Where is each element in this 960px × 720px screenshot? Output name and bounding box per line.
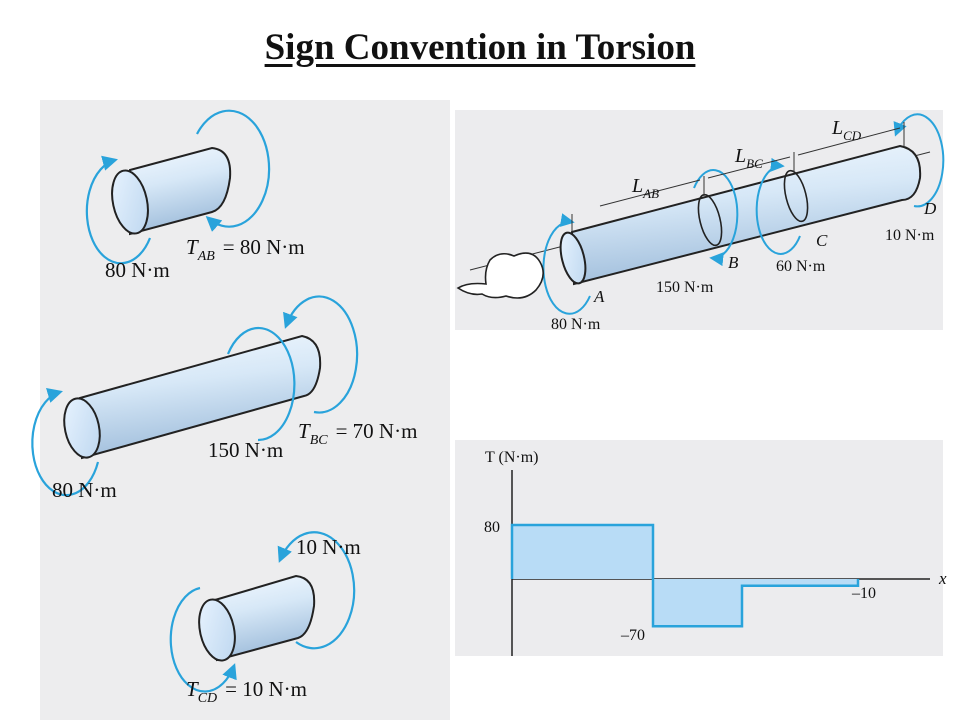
torque-ab-left-label: 80 N·m	[105, 258, 170, 282]
point-a-torque: 80 N·m	[551, 316, 601, 333]
chart-bar-ab	[512, 525, 653, 579]
diagram-ab: 80 N·m TAB= 80 N·m	[85, 109, 305, 282]
shaft-torque-arrow-d	[893, 113, 945, 208]
long-shaft-face	[559, 231, 587, 285]
chart-ylabel: T (N·m)	[485, 449, 538, 466]
dim-line-bc	[707, 156, 791, 179]
section-c	[783, 169, 809, 223]
shaft-bc-body	[78, 334, 322, 460]
chart-bar-cd	[742, 579, 858, 586]
torque-cd-right-label: 10 N·m	[296, 535, 361, 559]
chart-step-line	[510, 523, 860, 628]
page-title: Sign Convention in Torsion	[264, 27, 696, 68]
dim-label-lcd: LCD	[831, 117, 862, 143]
point-b-letter: B	[728, 253, 739, 272]
shaft-ab-face	[111, 169, 149, 235]
point-d-letter: D	[923, 199, 937, 218]
shaft-torque-arrow-b	[693, 169, 739, 267]
tab-label: TAB= 80 N·m	[186, 235, 305, 264]
chart-bar-bc	[653, 579, 742, 627]
torque-arrow-ab-left	[85, 155, 152, 265]
tbc-label: TBC= 70 N·m	[298, 419, 417, 448]
torque-chart: T (N·m) x 80 –70 –10	[484, 449, 947, 656]
shaft-ab-body	[129, 146, 232, 236]
point-a-letter: A	[593, 287, 605, 306]
point-c-letter: C	[816, 231, 828, 250]
dim-line-cd	[797, 127, 901, 156]
chart-value-label-ab: 80	[484, 519, 500, 536]
point-c-torque: 60 N·m	[776, 258, 826, 275]
torque-arrow-ab-right	[196, 109, 271, 232]
point-b-torque: 150 N·m	[656, 279, 714, 296]
shaft-assembly: LAB LBC LCD A B C D 80 N·m 150 N·m 60 N·…	[456, 113, 945, 333]
torque-arrow-bc-mid	[226, 326, 296, 442]
chart-marks	[510, 523, 860, 628]
torque-arrow-bc-left	[31, 388, 100, 497]
torque-arrow-bc-right	[283, 295, 359, 414]
shaft-torque-arrow-c	[755, 157, 801, 255]
torque-arrow-cd-right	[277, 531, 356, 650]
long-shaft-body	[570, 144, 922, 286]
dim-label-lbc: LBC	[734, 145, 763, 171]
shaft-cd-face	[198, 598, 236, 662]
right-hand-rule-icon	[456, 252, 544, 299]
dim-line-ab	[599, 179, 701, 207]
shaft-bc-face	[63, 397, 101, 459]
torque-bc-left-label: 80 N·m	[52, 478, 117, 502]
tcd-label: TCD= 10 N·m	[186, 677, 307, 706]
shaft-cd-body	[213, 574, 316, 662]
diagram-bc: 80 N·m 150 N·m TBC= 70 N·m	[31, 295, 417, 502]
torque-bc-mid-label: 150 N·m	[208, 438, 283, 462]
dim-label-lab: LAB	[631, 175, 659, 201]
chart-value-label-cd: –10	[851, 585, 876, 602]
torque-arrow-cd-left	[169, 586, 237, 693]
diagram-cd: 10 N·m TCD= 10 N·m	[169, 531, 361, 706]
shaft-torque-arrow-a	[542, 213, 591, 315]
point-d-torque: 10 N·m	[885, 227, 935, 244]
chart-xlabel: x	[938, 569, 947, 588]
chart-value-label-bc: –70	[620, 627, 645, 644]
